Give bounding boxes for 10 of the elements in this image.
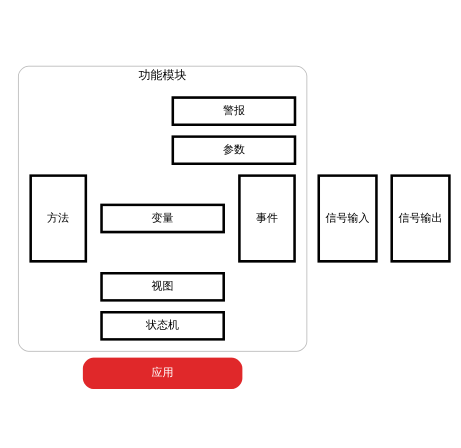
node-box: 方法 xyxy=(29,174,88,263)
node-box: 变量 xyxy=(100,204,225,234)
node-box: 信号输入 xyxy=(317,174,378,263)
node-box: 应用 xyxy=(82,358,242,390)
node-box: 信号输出 xyxy=(390,174,451,263)
node-box: 警报 xyxy=(172,96,296,126)
node-box: 事件 xyxy=(238,174,296,263)
node-box: 参数 xyxy=(172,135,296,166)
node-box: 视图 xyxy=(100,272,225,302)
node-box: 状态机 xyxy=(100,310,225,341)
